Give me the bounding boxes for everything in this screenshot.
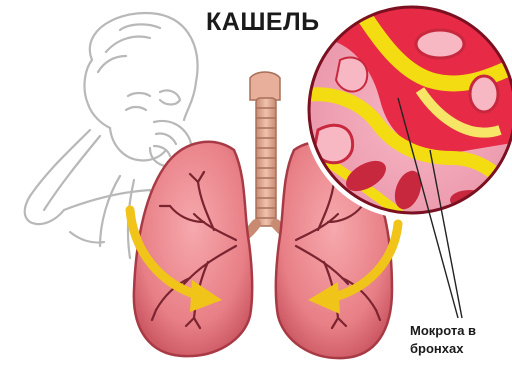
sputum-callout-label: Мокрота в бронхах bbox=[410, 322, 510, 358]
callout-line-2: бронхах bbox=[410, 340, 510, 358]
left-lung bbox=[134, 142, 252, 356]
diagram-title: КАШЕЛЬ bbox=[206, 8, 320, 37]
callout-line-1: Мокрота в bbox=[410, 322, 510, 340]
